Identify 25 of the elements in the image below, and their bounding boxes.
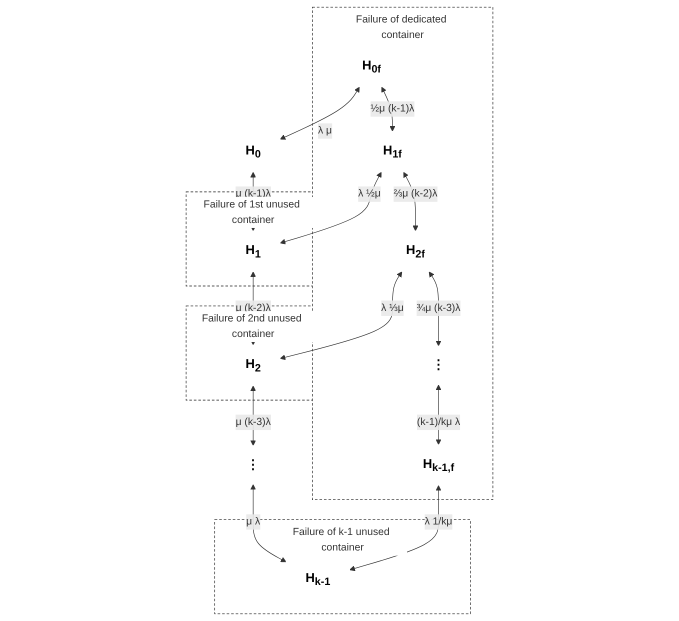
edge-label: ¾μ (k-3)λ [416,302,460,314]
node-text: H$_{2}$ [246,357,261,374]
node-text: H$_{1f}$ [383,144,402,160]
node-text: H$_{2f}$ [406,243,425,260]
node-text: H$_{0f}$ [362,58,381,76]
arrow [250,484,286,562]
edge-label: μ (k-1)λ [236,188,271,200]
edge-label: λ μ [318,125,332,136]
edge-label: λ ½μ [358,188,381,200]
node-text: H$_{k-1}$ [305,570,330,588]
arrow [280,271,402,360]
arrow [280,86,360,140]
edge-label: (k-1)/kμ λ [416,416,460,428]
edge-label: ½μ (k-1)λ [370,103,414,114]
node-text: ⋮ [432,358,445,372]
node-text: H$_{k-1,f}$ [422,456,454,474]
edge-label: μ λ [246,516,260,528]
edge-label: μ (k-3)λ [236,416,271,428]
edge-label: λ ⅓μ [381,302,404,314]
edge-label: ⅔μ (k-2)λ [394,188,438,200]
edge-label: λ 1/kμ [424,516,452,528]
node-text: ⋮ [246,458,260,472]
node-text: H$_{1}$ [246,243,261,260]
arrow [280,172,382,244]
node-text: H$_{0}$ [246,144,261,160]
